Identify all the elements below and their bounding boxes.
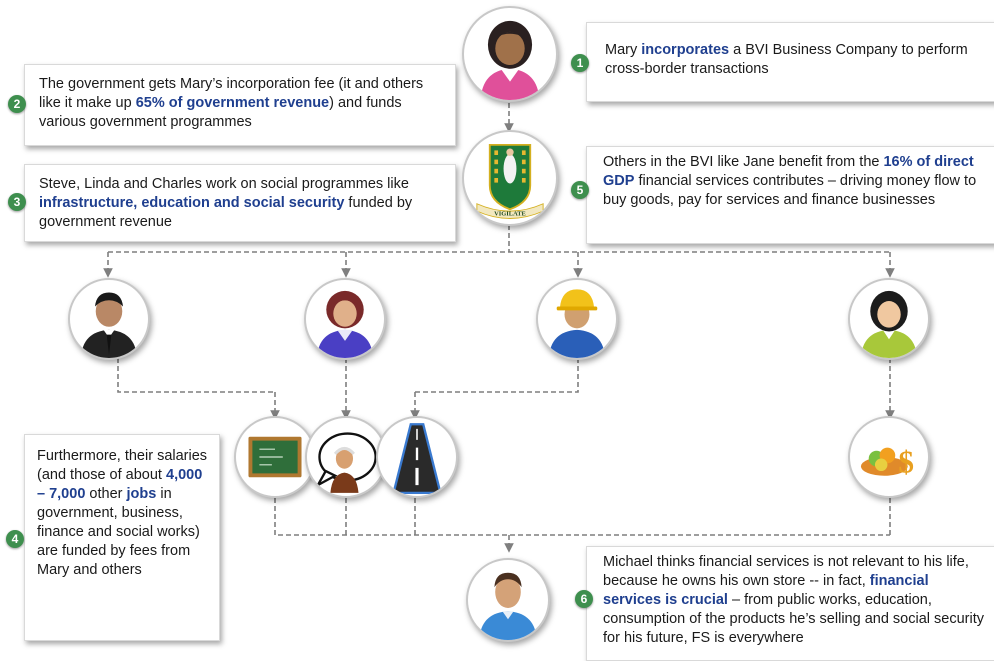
man-suit-icon bbox=[80, 292, 138, 358]
steve-avatar bbox=[68, 278, 150, 360]
step-4-text: Furthermore, their salaries (and those o… bbox=[37, 447, 211, 580]
emphasis-text: 16% of direct GDP bbox=[603, 154, 974, 189]
man-shopkeeper-icon bbox=[479, 572, 537, 640]
emphasis-text: jobs bbox=[126, 486, 157, 502]
step-6-box: Michael thinks financial services is not… bbox=[586, 546, 994, 661]
woman-pink-icon bbox=[480, 20, 540, 100]
step-2-text: The government gets Mary’s incorporation… bbox=[39, 75, 447, 132]
step-3-text: Steve, Linda and Charles work on social … bbox=[39, 175, 447, 232]
svg-text:$: $ bbox=[898, 445, 914, 480]
linda-avatar bbox=[304, 278, 386, 360]
charles-avatar bbox=[536, 278, 618, 360]
text-segment: financial services contributes – driving… bbox=[603, 173, 977, 208]
social-security-icon-circle bbox=[305, 416, 387, 498]
goods-money-icon-circle: $ bbox=[848, 416, 930, 498]
text-segment: a BVI Business Company to perform cross-… bbox=[605, 42, 968, 77]
step-5-box: Others in the BVI like Jane benefit from… bbox=[586, 146, 994, 244]
bvi-emblem: VIGILATE bbox=[462, 130, 558, 226]
chalkboard-icon bbox=[248, 436, 302, 478]
emphasis-text: 4,000 – 7,000 bbox=[37, 467, 203, 502]
text-segment: The government gets Mary’s incorporation… bbox=[39, 76, 424, 111]
text-segment: funded by government revenue bbox=[39, 195, 413, 230]
step-6-badge: 6 bbox=[575, 590, 593, 608]
step-5-badge: 5 bbox=[571, 181, 589, 199]
jane-avatar bbox=[848, 278, 930, 360]
elderly-speech-bubble-icon bbox=[314, 432, 377, 493]
step-5-text: Others in the BVI like Jane benefit from… bbox=[603, 153, 985, 210]
step-6-text: Michael thinks financial services is not… bbox=[603, 553, 987, 648]
step-2-box: The government gets Mary’s incorporation… bbox=[24, 64, 456, 146]
woman-teacher-icon bbox=[316, 290, 374, 358]
woman-green-icon bbox=[860, 290, 918, 358]
step-2-badge: 2 bbox=[8, 95, 26, 113]
text-segment: Furthermore, their salaries (and those o… bbox=[37, 448, 208, 483]
construction-worker-icon bbox=[548, 289, 606, 358]
step-1-text: Mary incorporates a BVI Business Company… bbox=[605, 41, 983, 79]
step-4-box: Furthermore, their salaries (and those o… bbox=[24, 434, 220, 641]
text-segment: ) and funds various government programme… bbox=[39, 95, 402, 130]
mary-avatar bbox=[462, 6, 558, 102]
step-1-box: Mary incorporates a BVI Business Company… bbox=[586, 22, 994, 102]
road-icon bbox=[392, 423, 442, 495]
text-segment: – from public works, education, consumpt… bbox=[603, 592, 984, 646]
step-1-badge: 1 bbox=[571, 54, 589, 72]
emblem-motto: VIGILATE bbox=[494, 211, 526, 218]
text-segment: Others in the BVI like Jane benefit from… bbox=[603, 154, 884, 170]
step-3-box: Steve, Linda and Charles work on social … bbox=[24, 164, 456, 242]
text-segment: other bbox=[85, 486, 127, 502]
text-segment: Michael thinks financial services is not… bbox=[603, 554, 969, 589]
text-segment: Mary bbox=[605, 42, 642, 58]
michael-avatar bbox=[466, 558, 550, 642]
food-dollar-icon: $ bbox=[860, 445, 914, 480]
text-segment: in government, business, finance and soc… bbox=[37, 486, 200, 578]
emphasis-text: infrastructure, education and social sec… bbox=[39, 195, 345, 211]
infrastructure-icon-circle bbox=[376, 416, 458, 498]
emphasis-text: incorporates bbox=[641, 42, 730, 58]
education-icon-circle bbox=[234, 416, 316, 498]
step-3-badge: 3 bbox=[8, 193, 26, 211]
step-4-badge: 4 bbox=[6, 530, 24, 548]
bvi-coat-of-arms-icon: VIGILATE bbox=[476, 143, 544, 219]
text-segment: Steve, Linda and Charles work on social … bbox=[39, 176, 409, 192]
emphasis-text: 65% of government revenue bbox=[135, 95, 330, 111]
emphasis-text: financial services is crucial bbox=[603, 573, 929, 608]
